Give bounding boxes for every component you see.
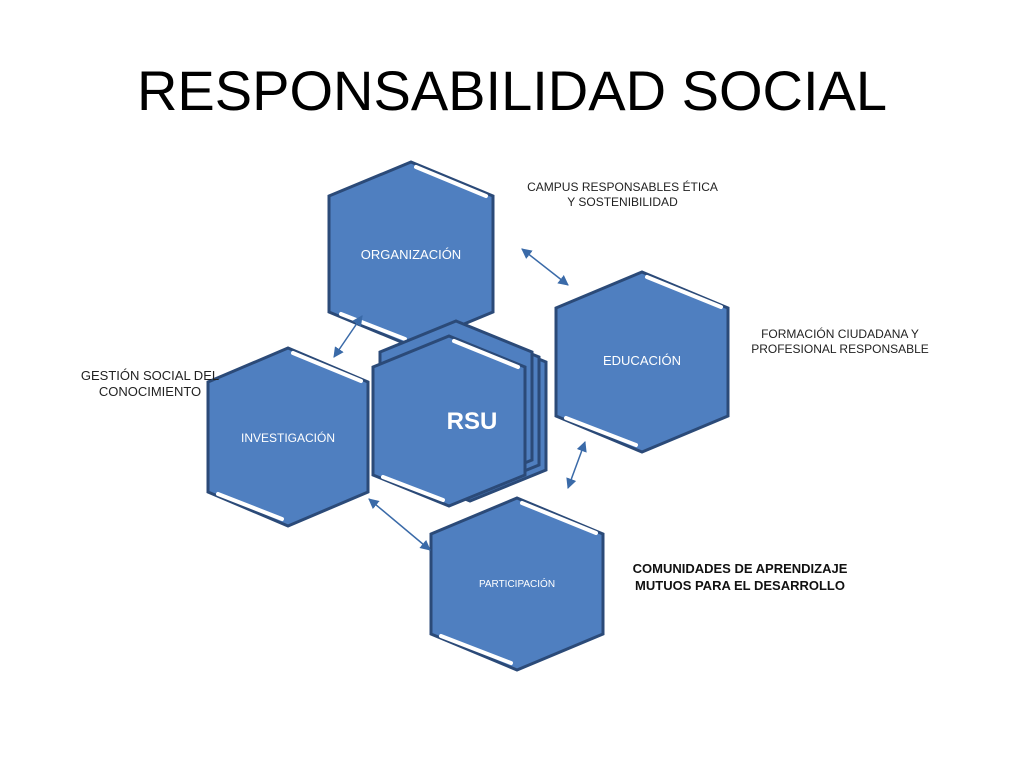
note-comunidades-line1: COMUNIDADES DE APRENDIZAJE [632,561,848,576]
note-formacion: FORMACIÓN CIUDADANA Y PROFESIONAL RESPON… [740,327,940,357]
hexagon-participacion: PARTICIPACIÓN [429,496,605,672]
note-campus-line2: Y SOSTENIBILIDAD [567,195,678,209]
note-comunidades-line2: MUTUOS PARA EL DESARROLLO [635,578,845,593]
slide-title: RESPONSABILIDAD SOCIAL [136,59,887,122]
hexagon-investigacion: INVESTIGACIÓN [206,346,370,528]
note-campus-line1: CAMPUS RESPONSABLES ÉTICA [527,180,718,194]
note-gestion-line2: CONOCIMIENTO [98,384,202,399]
note-formacion-line1: FORMACIÓN CIUDADANA Y [761,327,919,341]
hexagon-educacion: EDUCACIÓN [554,270,730,454]
hexagon-organizacion: ORGANIZACIÓN [327,160,495,348]
hexagon-educacion-label: EDUCACIÓN [603,353,681,368]
arrow-organizacion-educacion [521,248,569,286]
note-comunidades: COMUNIDADES DE APRENDIZAJE MUTUOS PARA E… [620,560,860,594]
note-formacion-line2: PROFESIONAL RESPONSABLE [751,342,929,356]
note-campus: CAMPUS RESPONSABLES ÉTICA Y SOSTENIBILID… [505,180,740,210]
hexagon-organizacion-label: ORGANIZACIÓN [361,247,461,262]
note-gestion: GESTIÓN SOCIAL DEL CONOCIMIENTO [70,368,230,400]
arrow-investigacion-participacion [368,498,431,551]
hexagon-investigacion-label: INVESTIGACIÓN [241,430,335,445]
hexagon-rsu-label: RSU [447,408,498,435]
arrow-educacion-participacion [566,441,587,489]
hexagon-participacion-label: PARTICIPACIÓN [479,577,555,590]
note-gestion-line1: GESTIÓN SOCIAL DEL [80,368,220,383]
arrow-organizacion-investigacion [333,315,363,358]
hexagon-rsu-stack: RSU [371,319,548,508]
